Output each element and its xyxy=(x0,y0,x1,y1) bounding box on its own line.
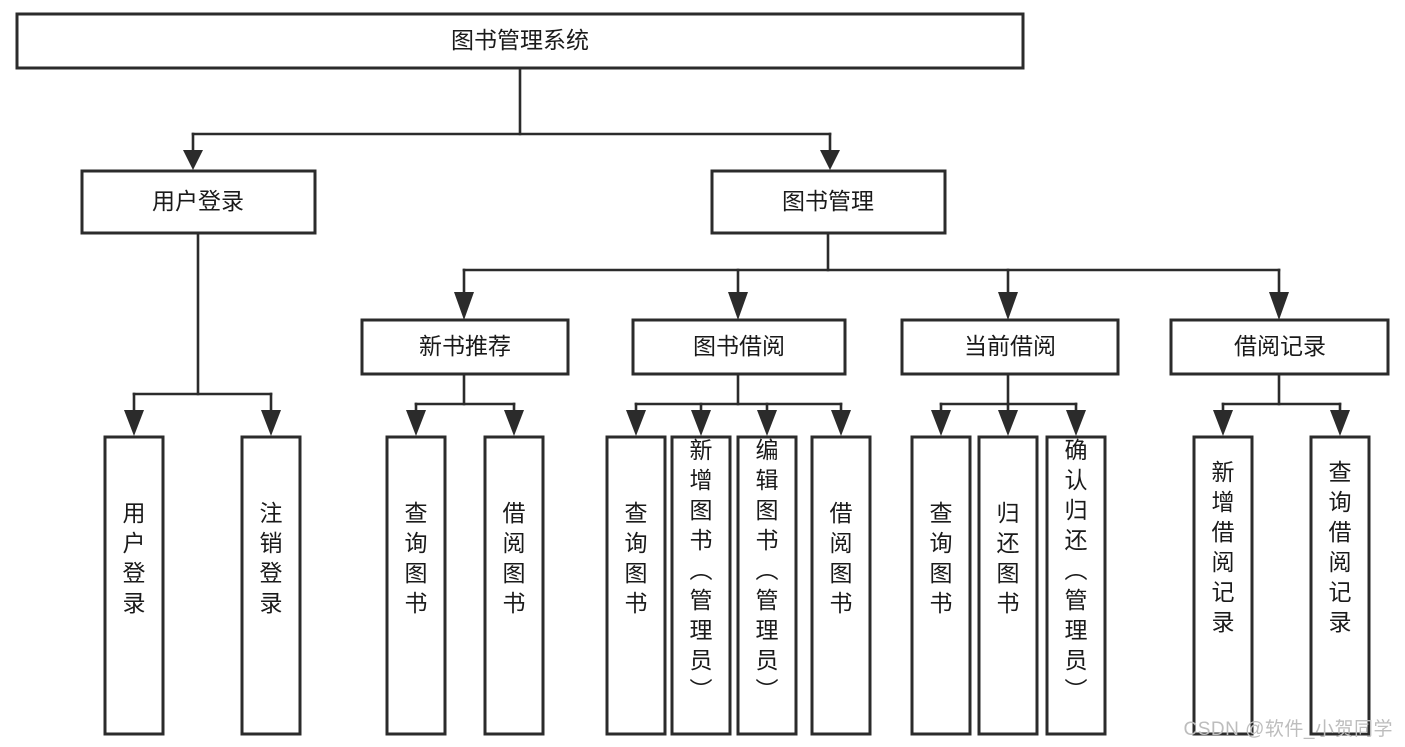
node-book-management-label: 图书管理 xyxy=(782,188,874,214)
node-leaf-query-book-3[interactable]: 查询图书 xyxy=(910,435,972,736)
node-user-login-box[interactable] xyxy=(80,169,317,235)
node-leaf-add-book-box[interactable] xyxy=(670,435,732,736)
arrow-head-current-borrow xyxy=(998,292,1018,320)
arrow-head-leaf-logout-login xyxy=(261,410,281,436)
node-leaf-return-book[interactable]: 归还图书 xyxy=(977,435,1039,736)
arrow-head-book-borrow xyxy=(728,292,748,320)
node-leaf-borrow-book-2-label: 借阅图书 xyxy=(830,500,853,616)
arrow-head-leaf-user-login xyxy=(124,410,144,436)
node-user-login-label: 用户登录 xyxy=(152,188,244,214)
node-book-borrow-label: 图书借阅 xyxy=(693,333,785,359)
node-new-book-recommend-label: 新书推荐 xyxy=(419,333,511,359)
node-leaf-query-borrow-record-label: 查询借阅记录 xyxy=(1329,459,1352,635)
node-leaf-borrow-book-2[interactable]: 借阅图书 xyxy=(810,435,872,736)
node-book-management[interactable]: 图书管理 xyxy=(710,169,947,235)
node-leaf-add-book[interactable]: 新增图书︵管理员︶ xyxy=(670,435,732,736)
node-leaf-edit-book-box[interactable] xyxy=(736,435,798,736)
node-leaf-edit-book[interactable]: 编辑图书︵管理员︶ xyxy=(736,435,798,736)
node-leaf-add-borrow-record-box[interactable] xyxy=(1192,435,1254,736)
node-user-login[interactable]: 用户登录 xyxy=(80,169,317,235)
node-leaf-user-login-box[interactable] xyxy=(103,435,165,736)
node-leaf-return-book-label: 归还图书 xyxy=(997,500,1020,616)
arrow-head-book-management xyxy=(820,150,840,170)
node-leaf-add-borrow-record-label: 新增借阅记录 xyxy=(1212,459,1235,635)
node-borrow-record-label: 借阅记录 xyxy=(1234,333,1326,359)
node-leaf-edit-book-label: 编辑图书︵管理员︶ xyxy=(756,437,779,703)
node-leaf-user-login[interactable]: 用户登录 xyxy=(103,435,165,736)
arrow-head-leaf-add-book xyxy=(691,410,711,436)
node-leaf-user-login-label: 用户登录 xyxy=(123,500,146,616)
node-leaf-query-book-1-box[interactable] xyxy=(385,435,447,736)
node-leaf-query-book-3-box[interactable] xyxy=(910,435,972,736)
node-book-management-box[interactable] xyxy=(710,169,947,235)
node-leaf-query-borrow-record[interactable]: 查询借阅记录 xyxy=(1309,435,1371,736)
node-leaf-borrow-book-1[interactable]: 借阅图书 xyxy=(483,435,545,736)
arrow-head-leaf-edit-book xyxy=(757,410,777,436)
node-leaf-query-book-1[interactable]: 查询图书 xyxy=(385,435,447,736)
node-root-box[interactable] xyxy=(15,12,1025,70)
node-leaf-query-book-3-label: 查询图书 xyxy=(930,500,953,616)
node-leaf-query-book-2-label: 查询图书 xyxy=(625,500,648,616)
node-leaf-logout-login-label: 注销登录 xyxy=(260,500,283,616)
arrow-head-leaf-add-borrow-record xyxy=(1213,410,1233,436)
node-leaf-add-book-label: 新增图书︵管理员︶ xyxy=(690,437,713,703)
node-new-book-recommend[interactable]: 新书推荐 xyxy=(360,318,570,376)
connector-layer xyxy=(124,66,1350,436)
node-leaf-return-book-box[interactable] xyxy=(977,435,1039,736)
node-new-book-recommend-box[interactable] xyxy=(360,318,570,376)
node-leaf-query-book-2-box[interactable] xyxy=(605,435,667,736)
node-leaf-add-borrow-record[interactable]: 新增借阅记录 xyxy=(1192,435,1254,736)
node-leaf-borrow-book-1-label: 借阅图书 xyxy=(503,500,526,616)
arrow-head-leaf-return-book xyxy=(998,410,1018,436)
arrow-head-new-book-recommend xyxy=(454,292,474,320)
node-book-borrow[interactable]: 图书借阅 xyxy=(631,318,847,376)
node-book-borrow-box[interactable] xyxy=(631,318,847,376)
node-leaf-borrow-book-1-box[interactable] xyxy=(483,435,545,736)
node-current-borrow-box[interactable] xyxy=(900,318,1120,376)
node-leaf-logout-login[interactable]: 注销登录 xyxy=(240,435,302,736)
node-root[interactable]: 图书管理系统 xyxy=(15,12,1025,70)
node-borrow-record-box[interactable] xyxy=(1169,318,1390,376)
node-root-label: 图书管理系统 xyxy=(451,27,589,53)
node-leaf-borrow-book-2-box[interactable] xyxy=(810,435,872,736)
arrow-head-leaf-query-book-1 xyxy=(406,410,426,436)
node-leaf-query-book-2[interactable]: 查询图书 xyxy=(605,435,667,736)
arrow-head-leaf-confirm-return xyxy=(1066,410,1086,436)
arrow-head-borrow-record xyxy=(1269,292,1289,320)
node-borrow-record[interactable]: 借阅记录 xyxy=(1169,318,1390,376)
node-leaf-confirm-return[interactable]: 确认归还︵管理员︶ xyxy=(1045,435,1107,736)
arrow-head-leaf-borrow-book-2 xyxy=(831,410,851,436)
arrow-head-user-login xyxy=(183,150,203,170)
node-leaf-confirm-return-label: 确认归还︵管理员︶ xyxy=(1065,437,1088,703)
arrow-head-leaf-borrow-book-1 xyxy=(504,410,524,436)
node-leaf-logout-login-box[interactable] xyxy=(240,435,302,736)
node-current-borrow[interactable]: 当前借阅 xyxy=(900,318,1120,376)
node-current-borrow-label: 当前借阅 xyxy=(964,333,1056,359)
node-leaf-query-book-1-label: 查询图书 xyxy=(405,500,428,616)
node-leaf-confirm-return-box[interactable] xyxy=(1045,435,1107,736)
node-leaf-query-borrow-record-box[interactable] xyxy=(1309,435,1371,736)
arrow-head-leaf-query-borrow-record xyxy=(1330,410,1350,436)
arrow-head-leaf-query-book-2 xyxy=(626,410,646,436)
arrow-head-leaf-query-book-3 xyxy=(931,410,951,436)
